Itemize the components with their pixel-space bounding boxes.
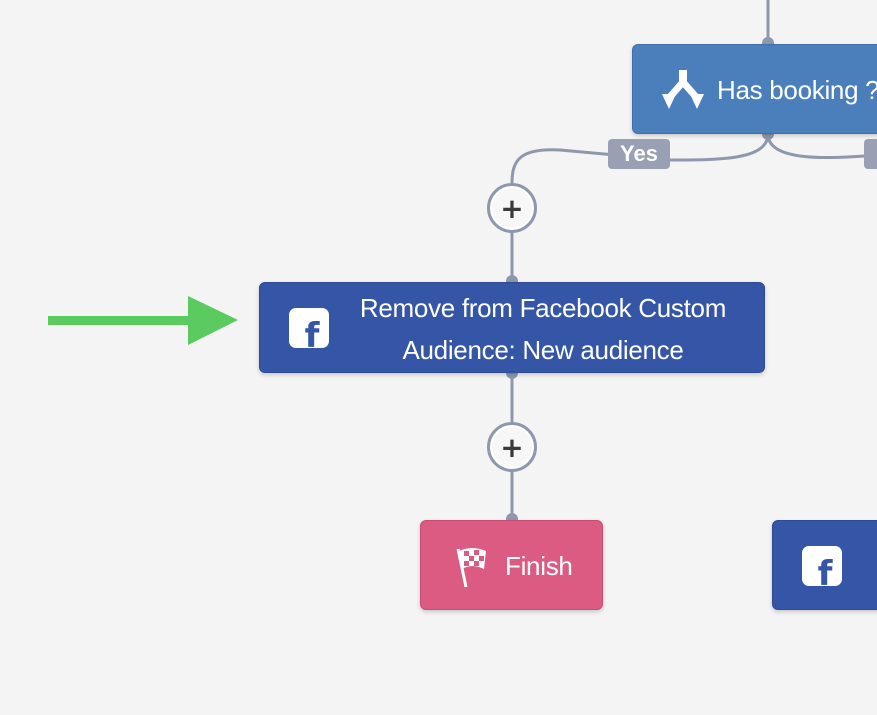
finish-node[interactable]: Finish xyxy=(420,520,603,610)
arrow-right-icon xyxy=(48,296,238,345)
condition-node-has-booking[interactable]: Has booking ? xyxy=(632,44,877,134)
checkered-flag-icon xyxy=(454,545,490,589)
action-node-remove-facebook-audience[interactable]: f Remove from Facebook Custom Audience: … xyxy=(259,282,765,373)
facebook-icon: f xyxy=(289,308,329,348)
add-step-button[interactable]: + xyxy=(487,183,537,233)
finish-node-label: Finish xyxy=(505,551,573,581)
connector-yes-branch xyxy=(510,133,770,184)
condition-node-label: Has booking ? xyxy=(717,75,877,105)
split-branch-icon xyxy=(661,68,705,112)
facebook-icon: f xyxy=(802,546,842,586)
action-node-label: Remove from Facebook Custom Audience: Ne… xyxy=(359,293,727,365)
branch-label-yes[interactable]: Yes xyxy=(608,139,670,169)
add-step-button[interactable]: + xyxy=(487,422,537,472)
branch-label-no[interactable] xyxy=(864,139,877,169)
connector-no-branch xyxy=(766,133,877,160)
action-node-facebook-partial[interactable]: f xyxy=(772,520,877,610)
